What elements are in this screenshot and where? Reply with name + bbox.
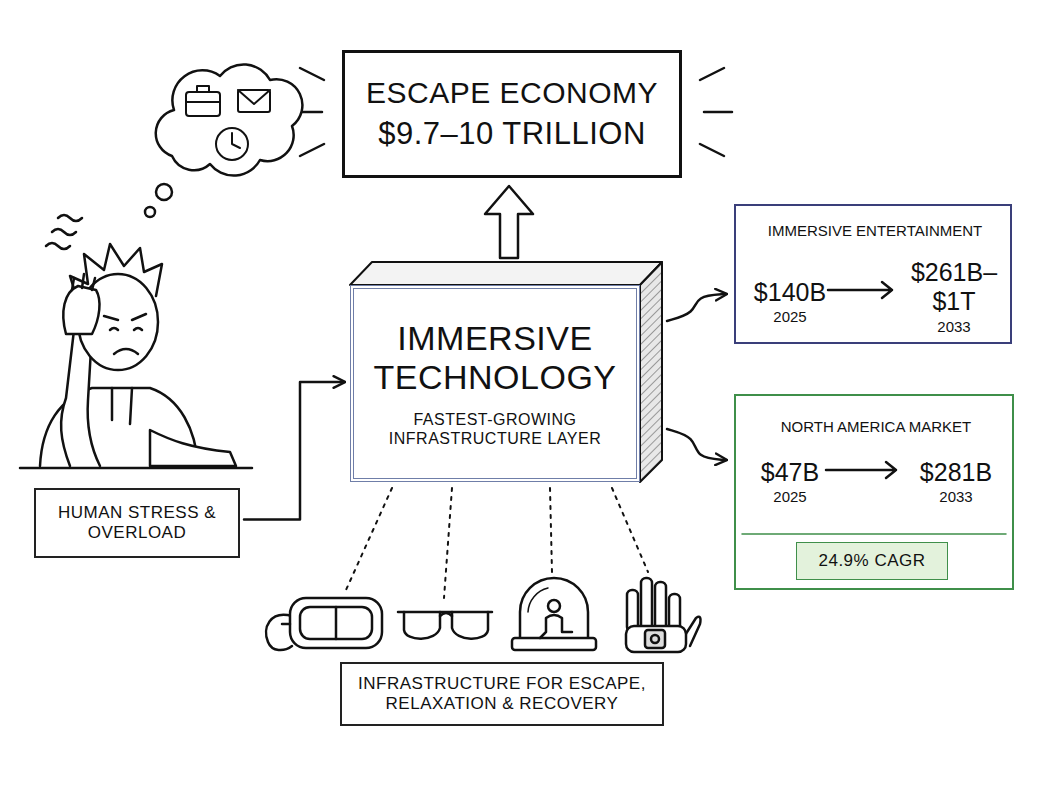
box-text: $281B xyxy=(908,458,1004,487)
caption-box: INFRASTRUCTURE FOR ESCAPE, RELAXATION & … xyxy=(340,662,664,726)
box-text: $140B xyxy=(750,278,830,307)
immersion-capsule xyxy=(512,578,596,650)
growth-arrows xyxy=(742,282,1006,534)
box-text: FASTEST-GROWING INFRASTRUCTURE LAYER xyxy=(368,411,622,448)
flow-arrow xyxy=(667,429,726,460)
market-box: NORTH AMERICA MARKET $47B2025 $281B2033 24.… xyxy=(734,394,1014,590)
block-arrow xyxy=(485,186,533,258)
box-title: ESCAPE ECONOMY xyxy=(366,76,658,111)
market-box: IMMERSIVE ENTERTAINMENT $140B2025 $261B–$1… xyxy=(734,204,1012,344)
box-text: $47B xyxy=(750,458,830,487)
box-text: $9.7–10 TRILLION xyxy=(378,116,646,152)
caption-box: HUMAN STRESS & OVERLOAD xyxy=(34,488,240,558)
ar-glasses xyxy=(398,612,492,639)
dotted-leaders xyxy=(346,488,648,598)
flow-arrow xyxy=(667,294,726,321)
box-text: $261B–$1T xyxy=(902,258,1006,316)
box-title: 24.9% CAGR xyxy=(818,551,925,571)
box-extrusion xyxy=(350,262,662,482)
box-title: INFRASTRUCTURE FOR ESCAPE, RELAXATION & … xyxy=(356,674,648,713)
box-title: NORTH AMERICA MARKET xyxy=(736,418,1016,435)
growth-badge: 24.9% CAGR xyxy=(796,542,948,580)
flow-arrow xyxy=(244,382,344,520)
box-title: IMMERSIVE TECHNOLOGY xyxy=(368,319,622,397)
headline-box: ESCAPE ECONOMY $9.7–10 TRILLION xyxy=(342,50,682,178)
core-box: IMMERSIVE TECHNOLOGY FASTEST-GROWING INFR… xyxy=(350,285,640,482)
thought-bubble xyxy=(145,64,302,217)
box-text: 2033 xyxy=(908,488,1004,505)
haptic-glove xyxy=(626,578,701,652)
box-text: 2025 xyxy=(750,488,830,505)
box-text: 2033 xyxy=(902,318,1006,335)
box-title: HUMAN STRESS & OVERLOAD xyxy=(50,503,224,542)
box-text: 2025 xyxy=(750,308,830,325)
box-title: IMMERSIVE ENTERTAINMENT xyxy=(736,222,1014,239)
stressed-person xyxy=(20,215,252,468)
vr-headset xyxy=(266,598,382,650)
